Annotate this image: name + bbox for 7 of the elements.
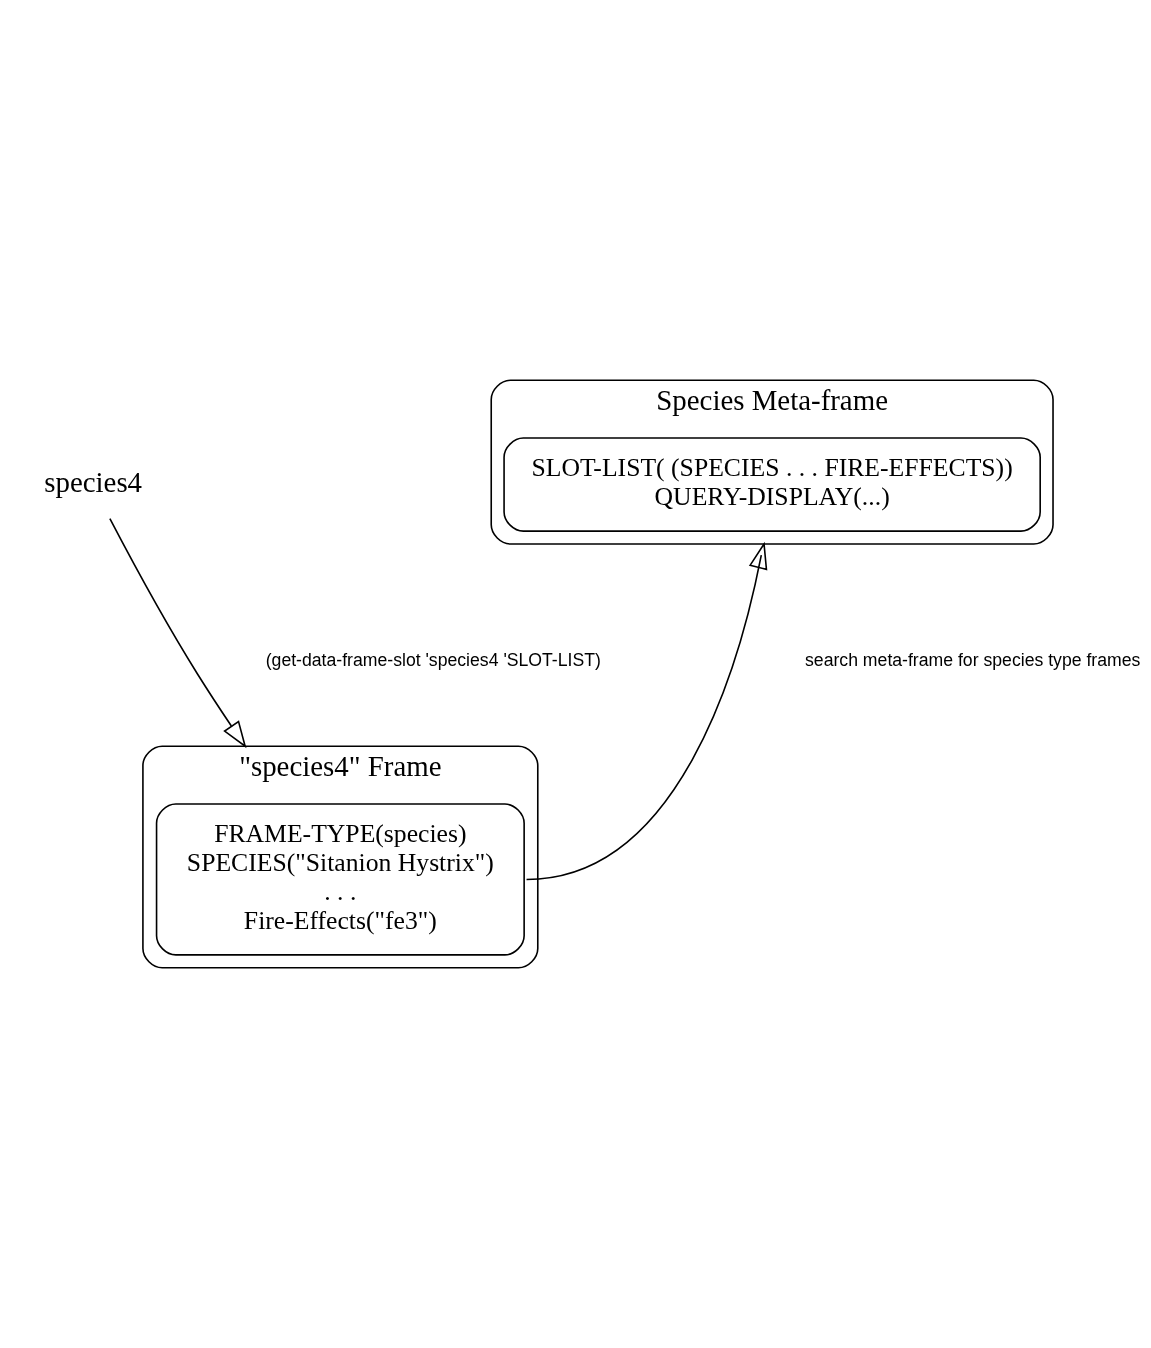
edge-label: search meta-frame for species type frames [805, 649, 1141, 670]
node-box: FRAME-TYPE(species) SPECIES("Sitanion Hystrix") . . . Fire-Effects("fe3") [155, 803, 525, 956]
edge-label: (get-data-frame-slot 'species4 'SLOT-LIST) [265, 649, 601, 670]
node-box: SLOT-LIST( (SPECIES . . . FIRE-EFFECTS)) QUERY-DISPLAY(...) [503, 437, 1041, 532]
node-text: species4 [44, 465, 143, 498]
arrow [525, 541, 768, 881]
arrow [109, 517, 247, 749]
